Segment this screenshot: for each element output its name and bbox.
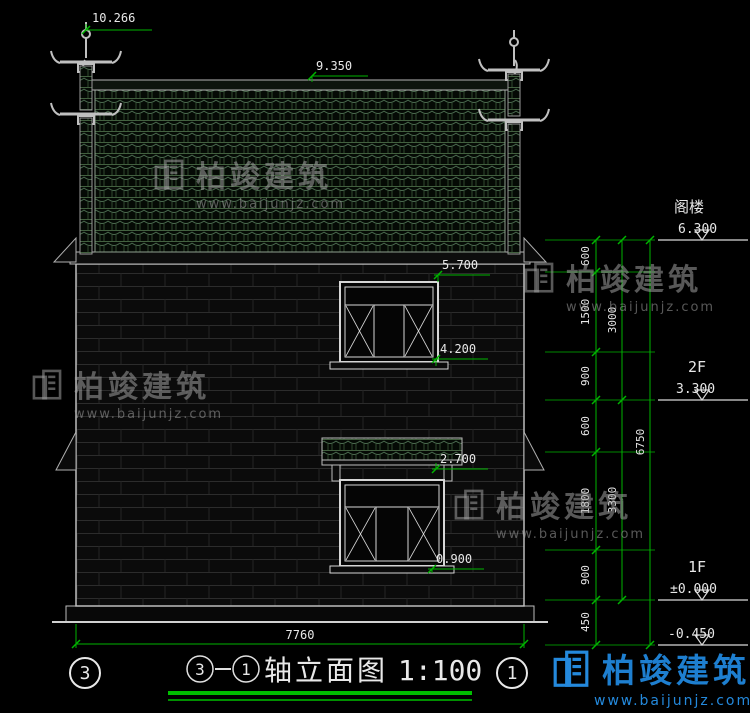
title-axis-circle-end: [232, 655, 260, 683]
roof-ridge: [89, 79, 511, 91]
title-axis-circle-start: [186, 655, 214, 683]
window-2f: [329, 281, 449, 370]
dim-chain: 900: [579, 366, 592, 386]
building-elevation: [49, 21, 551, 623]
gable-ornaments-right: [477, 29, 551, 255]
dim-win1-sill: 0.900: [436, 552, 472, 566]
dim-ridge-height: 9.350: [316, 59, 352, 73]
window-2f-sill: [329, 361, 449, 370]
axis-bubble-left-label: 3: [80, 663, 91, 684]
dim-chain: 3000: [606, 307, 619, 334]
level-attic-label: 阁楼: [674, 198, 704, 216]
level-markers: 阁楼 6.300 2F 3.300 1F ±0.000 -0.450: [658, 198, 748, 647]
awning-bracket-right: [443, 464, 453, 482]
dim-chain: 6750: [634, 429, 647, 456]
drawing-title: 轴立面图: [264, 654, 388, 687]
dim-overall-width: 7760: [286, 628, 315, 642]
title-axis-end: 1: [241, 660, 251, 679]
dim-chain: 600: [579, 246, 592, 266]
dim-awning-level: 2.700: [440, 452, 476, 466]
axis-bubble-right-label: 1: [507, 663, 518, 684]
tiled-roof: [94, 89, 506, 253]
drawing-scale: 1:100: [398, 654, 482, 687]
axis-bubble-right: [496, 657, 528, 689]
level-2f-label: 2F: [688, 358, 706, 376]
dim-chain: 1500: [579, 299, 592, 326]
side-eaves: [52, 236, 548, 471]
dim-win2-sill: 4.200: [440, 342, 476, 356]
dim-chain: 1800: [579, 488, 592, 515]
dim-total-height: 10.266: [92, 11, 135, 25]
plinth: [65, 605, 535, 623]
level-1f-label: 1F: [688, 558, 706, 576]
dim-chain: 450: [579, 612, 592, 632]
title-block: 3 1 轴立面图 1:100: [168, 654, 482, 701]
window-1f: [329, 479, 455, 574]
gable-ornaments-left: [49, 21, 123, 255]
dim-chain: 900: [579, 565, 592, 585]
level-base-value: -0.450: [668, 627, 715, 642]
brick-wall: [75, 263, 525, 607]
level-attic-value: 6.300: [678, 222, 717, 237]
awning-bracket-left: [331, 464, 341, 482]
axis-bubble-left: [69, 657, 101, 689]
axis-bubbles: 3 1: [69, 657, 528, 689]
dimensions: 10.266 9.350 5.700 4.200 2.700 0.900 776…: [71, 11, 655, 650]
title-axis-start: 3: [195, 660, 205, 679]
dim-chain: 600: [579, 416, 592, 436]
level-2f-value: 3.300: [676, 382, 715, 397]
awning: [321, 437, 463, 482]
dim-win2-head: 5.700: [442, 258, 478, 272]
level-1f-value: ±0.000: [670, 582, 717, 597]
dim-chain: 3300: [606, 487, 619, 514]
